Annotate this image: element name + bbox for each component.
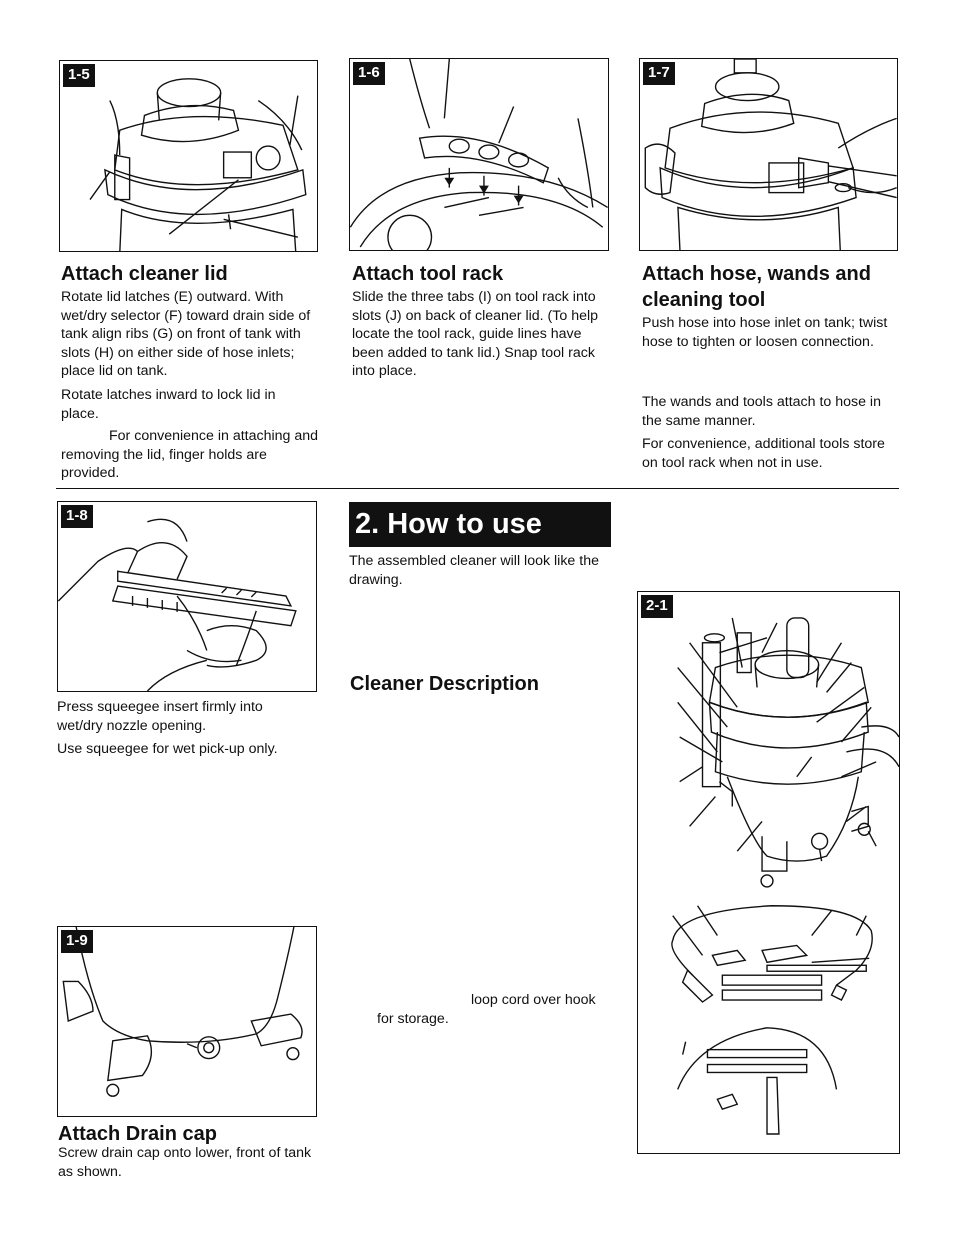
cord-storage-note: loop cord over hook for storage. [377,992,596,1027]
figure-2-1: 2-1 [637,591,900,1154]
hose-attach-illustration [644,59,897,250]
figure-label: 1-5 [63,64,95,87]
attach-cleaner-lid-heading: Attach cleaner lid [61,263,228,285]
hose-step-3: For convenience, additional tools store … [642,436,885,471]
squeegee-step-2: Use squeegee for wet pick-up only. [57,741,278,757]
squeegee-step-1: Press squeegee insert firmly into wet/dr… [57,699,263,734]
figure-1-9: 1-9 [57,926,317,1117]
squeegee-illustration [58,518,297,691]
figure-label: 1-9 [61,930,93,953]
how-to-use-title: 2. How to use [349,502,611,547]
cleaner-description-heading: Cleaner Description [350,673,539,695]
figure-label: 1-7 [643,62,675,85]
cleaner-lid-illustration [89,78,307,251]
figure-1-5: 1-5 [59,60,318,252]
figure-label: 2-1 [641,595,673,618]
attach-hose-heading: Attach hose, wands and cleaning tool [642,263,871,311]
figure-label: 1-6 [353,62,385,85]
attach-tool-rack-heading: Attach tool rack [352,263,504,285]
rack-step-1: Slide the three tabs (I) on tool rack in… [352,289,599,379]
figure-1-6: 1-6 [349,58,609,251]
tool-rack-illustration [350,59,608,250]
hose-step-1: Push hose into hose inlet on tank; twist… [642,315,888,350]
lid-note: For convenience in attaching and removin… [61,428,319,481]
figure-1-7: 1-7 [639,58,898,251]
section-divider [56,488,899,489]
lid-step-2: Rotate latches inward to lock lid in pla… [61,387,276,422]
hose-step-2: The wands and tools attach to hose in th… [642,394,881,429]
assembled-cleaner-illustration [671,617,899,1135]
figure-label: 1-8 [61,505,93,528]
how-to-use-intro: The assembled cleaner will look like the… [349,553,599,588]
figure-1-8: 1-8 [57,501,317,692]
drain-cap-illustration [62,927,303,1097]
lid-step-1: Rotate lid latches (E) outward. With wet… [61,289,311,379]
attach-drain-cap-heading: Attach Drain cap [58,1123,217,1145]
drain-step-1: Screw drain cap onto lower, front of tan… [58,1145,312,1180]
